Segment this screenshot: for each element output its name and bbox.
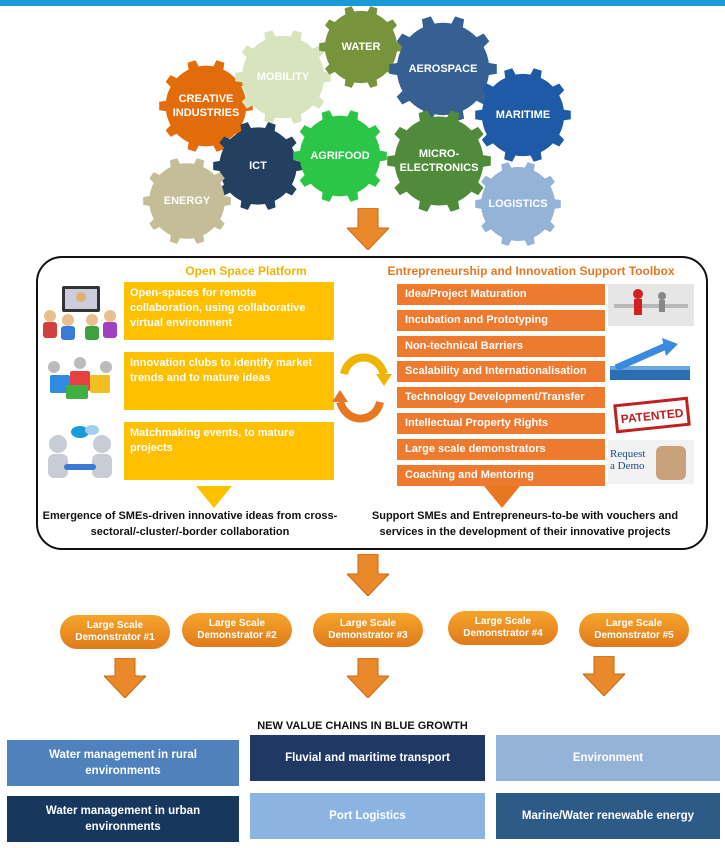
small-down-arrow-icon (196, 486, 232, 508)
request-demo-image: Request a Demo (608, 440, 694, 484)
gear-icon (143, 158, 231, 244)
toolbox-caption: Support SMEs and Entrepreneurs-to-be wit… (371, 510, 679, 538)
toolbox-item: Large scale demonstrators (397, 439, 605, 460)
gear-icon (475, 68, 571, 162)
video-conference-icon (43, 286, 117, 340)
gear-label: MOBILITY (256, 71, 310, 83)
small-down-arrow-icon (484, 486, 520, 508)
gear-7: AGRIFOOD (292, 108, 388, 204)
gear-icon (387, 110, 491, 212)
gear-icon (213, 122, 303, 210)
value-chain-box: Water management in rural environments (7, 740, 239, 786)
down-arrow-icon (104, 658, 146, 698)
toolbox-item: Incubation and Prototyping (397, 310, 605, 331)
toolbox-item: Coaching and Mentoring (397, 465, 605, 486)
top-accent-bar (0, 0, 725, 6)
gear-label: MICRO- ELECTRONICS (399, 148, 479, 174)
open-space-item: Innovation clubs to identify market tren… (124, 352, 334, 410)
gear-4: AEROSPACE (388, 14, 498, 124)
hand-icon (656, 446, 686, 480)
value-chain-box: Port Logistics (250, 793, 485, 839)
value-chain-box: Marine/Water renewable energy (496, 793, 720, 839)
demonstrator-pill: Large Scale Demonstrator #1 (60, 615, 170, 649)
gear-label: AEROSPACE (408, 63, 478, 75)
open-space-item: Matchmaking events, to mature projects (124, 422, 334, 480)
gear-6: ICT (212, 120, 304, 212)
gear-label: ICT (249, 160, 267, 172)
value-chain-box: Water management in urban environments (7, 796, 239, 842)
open-space-item: Open-spaces for remote collaboration, us… (124, 282, 334, 340)
gear-label: ENERGY (163, 195, 211, 207)
toolbox-item: Technology Development/Transfer (397, 387, 605, 408)
toolbox-item: Non-technical Barriers (397, 336, 605, 357)
gear-icon (235, 30, 331, 124)
toolbox-item: Intellectual Property Rights (397, 413, 605, 434)
toolbox-item: Scalability and Internationalisation (397, 361, 605, 382)
value-chain-box: Fluvial and maritime transport (250, 735, 485, 781)
gear-icon (159, 60, 253, 152)
cycle-arrows-icon (332, 353, 392, 423)
gear-icon (293, 110, 387, 202)
gear-1: CREATIVE INDUSTRIES (158, 58, 254, 154)
down-arrow-icon (347, 554, 389, 596)
gear-10: LOGISTICS (474, 160, 562, 248)
patented-stamp-text: PATENTED (620, 406, 684, 427)
gear-8: MICRO- ELECTRONICS (386, 108, 492, 214)
value-chains-title: NEW VALUE CHAINS IN BLUE GROWTH (257, 720, 468, 732)
open-space-caption: Emergence of SMEs-driven innovative idea… (42, 510, 338, 538)
gear-3: WATER (318, 4, 404, 90)
gear-2: MOBILITY (234, 28, 332, 126)
gear-icon (389, 16, 497, 122)
demonstrator-pill: Large Scale Demonstrator #3 (313, 613, 423, 647)
down-arrow-icon (583, 656, 625, 696)
demonstrator-pill: Large Scale Demonstrator #5 (579, 613, 689, 647)
gear-label: AGRIFOOD (310, 150, 370, 162)
gear-icon (319, 6, 403, 88)
request-demo-text: Request a Demo (610, 448, 646, 472)
down-arrow-icon (347, 208, 389, 250)
demonstrator-pill: Large Scale Demonstrator #2 (182, 613, 292, 647)
gear-9: ENERGY (142, 156, 232, 246)
puzzle-team-icon (48, 357, 112, 399)
demonstrator-pill: Large Scale Demonstrator #4 (448, 611, 558, 645)
toolbox-title: Entrepreneurship and Innovation Support … (387, 264, 675, 278)
value-chain-box: Environment (496, 735, 720, 781)
chat-people-icon (48, 425, 112, 478)
gear-label: WATER (341, 41, 381, 53)
patented-stamp-image: PATENTED (613, 396, 691, 434)
gear-label: MARITIME (495, 109, 551, 121)
gear-5: MARITIME (474, 66, 572, 164)
open-space-title: Open Space Platform (185, 264, 307, 278)
gear-label: LOGISTICS (488, 198, 548, 210)
gear-icon (475, 162, 561, 246)
gear-label: CREATIVE INDUSTRIES (172, 93, 240, 119)
toolbox-item: Idea/Project Maturation (397, 284, 605, 305)
down-arrow-icon (347, 658, 389, 698)
growth-arrow-image (610, 338, 690, 380)
people-running-image (608, 284, 694, 326)
